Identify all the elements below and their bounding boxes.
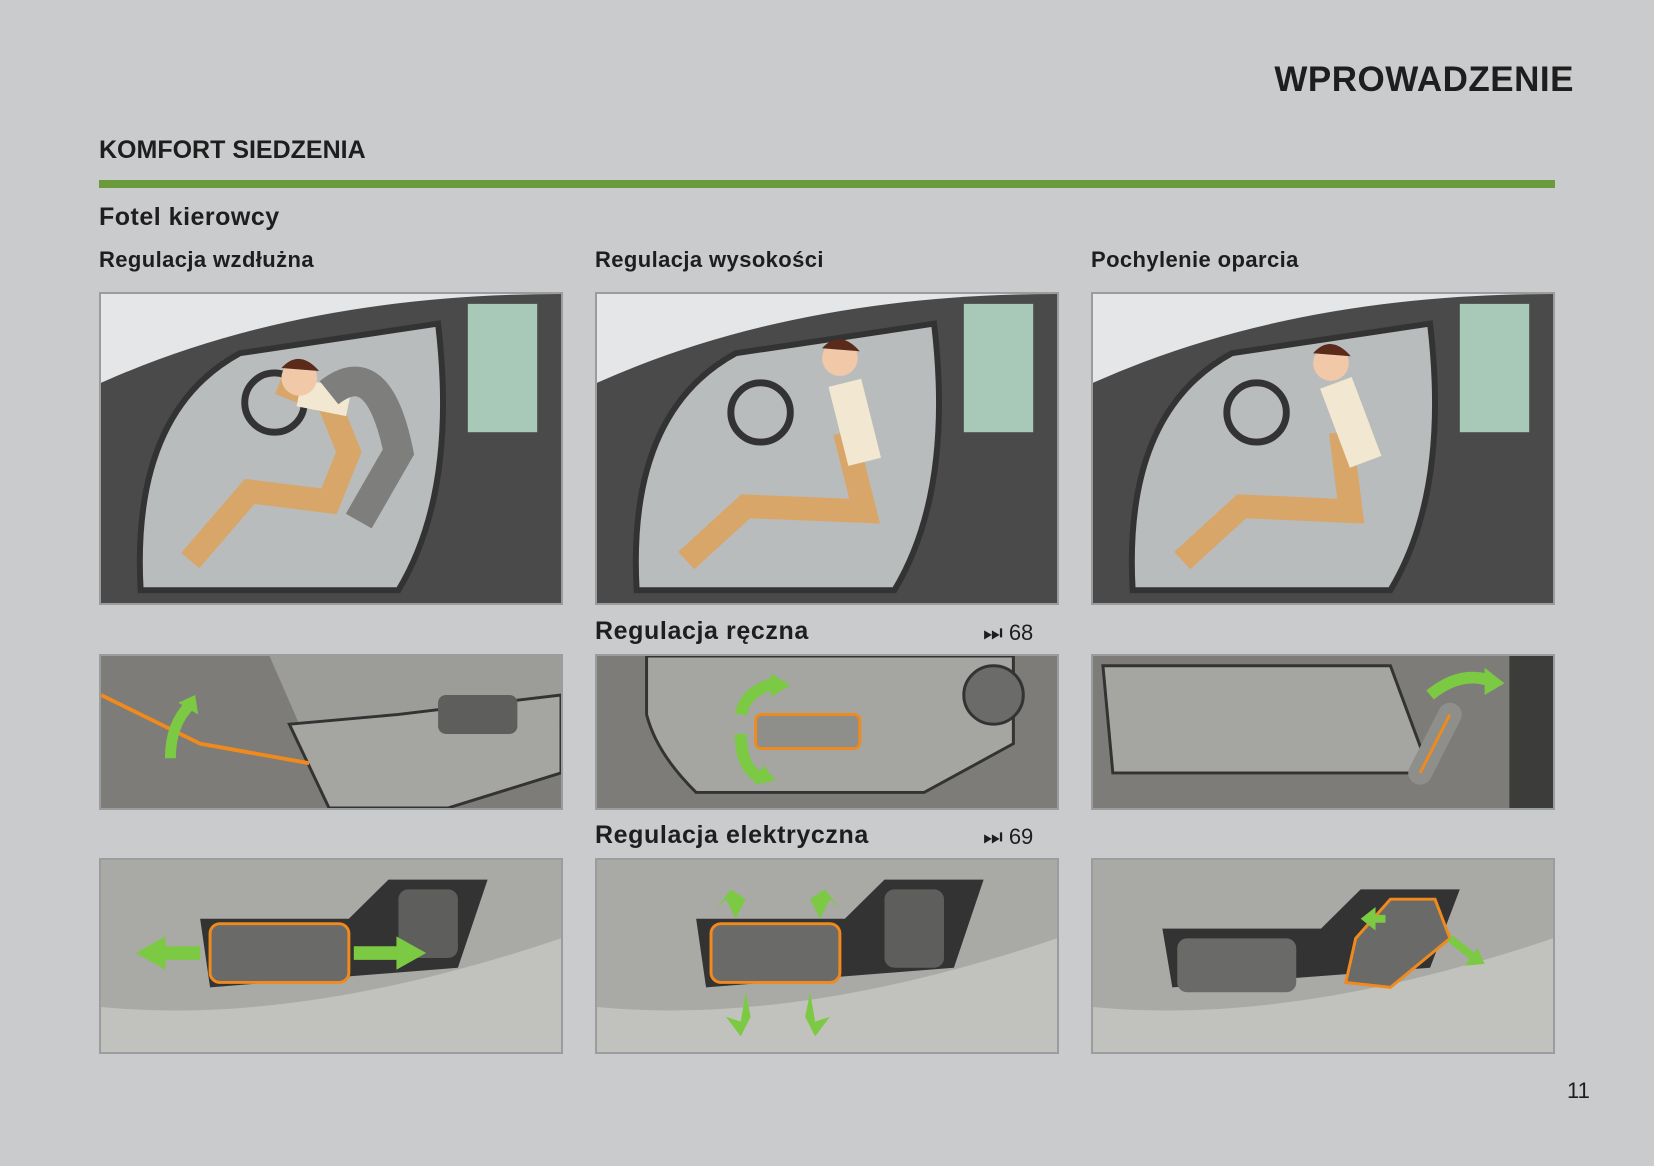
illustration-manual-longitudinal (99, 654, 563, 810)
section-title: KOMFORT SIEDZENIA (99, 136, 366, 164)
illustration-electric-longitudinal (99, 858, 563, 1054)
illustration-electric-backrest (1091, 858, 1555, 1054)
column-heading-backrest: Pochylenie oparcia (1091, 247, 1299, 272)
illustration-driver-height (595, 292, 1059, 605)
illustration-driver-longitudinal (99, 292, 563, 605)
electric-adjustment-label: Regulacja elektryczna (595, 821, 869, 849)
manual-adjustment-label: Regulacja ręczna (595, 617, 809, 645)
column-heading-longitudinal: Regulacja wzdłużna (99, 247, 315, 272)
electric-page-number: 69 (1008, 824, 1034, 849)
skip-forward-icon: ⏭ (983, 620, 1003, 645)
chapter-title: WPROWADZENIE (1274, 60, 1574, 99)
subsection-title: Fotel kierowcy (99, 203, 280, 231)
skip-forward-icon: ⏭ (983, 824, 1003, 849)
manual-page-number: 68 (1008, 620, 1034, 645)
manual-page-reference[interactable]: ⏭ 68 (983, 620, 1033, 646)
illustration-electric-height (595, 858, 1059, 1054)
illustration-manual-height (595, 654, 1059, 810)
section-divider (99, 180, 1555, 188)
column-heading-height: Regulacja wysokości (595, 247, 824, 272)
page-number: 11 (1567, 1078, 1590, 1103)
electric-page-reference[interactable]: ⏭ 69 (983, 824, 1033, 850)
illustration-manual-backrest (1091, 654, 1555, 810)
illustration-driver-backrest (1091, 292, 1555, 605)
